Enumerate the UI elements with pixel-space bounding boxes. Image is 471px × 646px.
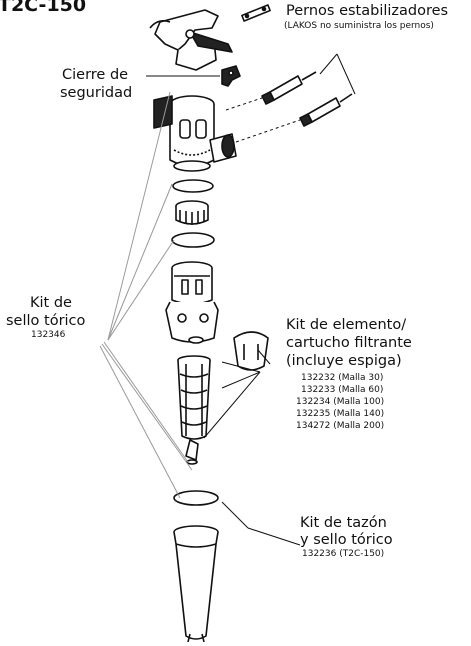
safety-latch	[221, 65, 241, 87]
model-title: T2C-150	[0, 0, 87, 16]
valve-body	[153, 95, 237, 172]
filter-cartridge	[233, 331, 269, 371]
pernos-note: (LAKOS no suministra los pernos)	[284, 21, 434, 31]
tazon-part: 132236 (T2C-150)	[302, 549, 385, 559]
o-ring-2	[171, 232, 215, 248]
o-ring-1	[172, 179, 214, 193]
bolt-guides	[225, 97, 301, 143]
leader-lines	[146, 53, 356, 546]
elemento-part-1: 132233 (Malla 60)	[301, 385, 384, 395]
adapter-nut	[175, 200, 209, 225]
elemento-part-4: 134272 (Malla 200)	[296, 421, 385, 431]
housing-top	[165, 261, 219, 343]
stabilizer-bolt-1	[261, 71, 317, 105]
elemento-line1: Kit de elemento/	[286, 317, 407, 333]
pernos-heading: Pernos estabilizadores	[286, 3, 449, 19]
cierre-line1: Cierre de	[62, 67, 129, 83]
sello-part: 132346	[31, 330, 66, 340]
seal-leader-lines	[99, 91, 193, 499]
cap-handle	[149, 9, 233, 71]
cierre-line2: seguridad	[60, 85, 133, 101]
elemento-part-2: 132234 (Malla 100)	[296, 397, 385, 407]
spigot	[185, 439, 199, 465]
o-ring-small	[188, 336, 204, 344]
filter-element	[177, 355, 211, 440]
small-key	[241, 4, 271, 22]
sello-line1: Kit de	[30, 295, 72, 311]
tazon-line1: Kit de tazón	[300, 515, 387, 531]
bowl	[173, 525, 219, 643]
sello-line2: sello tórico	[6, 313, 86, 329]
elemento-part-3: 132235 (Malla 140)	[296, 409, 385, 419]
elemento-part-0: 132232 (Malla 30)	[301, 373, 384, 383]
o-ring-bowl	[173, 490, 219, 506]
stabilizer-bolt-2	[299, 93, 353, 127]
tazon-line2: y sello tórico	[300, 532, 393, 548]
elemento-line2: cartucho filtrante	[286, 335, 412, 351]
elemento-line3: (incluye espiga)	[286, 353, 402, 369]
